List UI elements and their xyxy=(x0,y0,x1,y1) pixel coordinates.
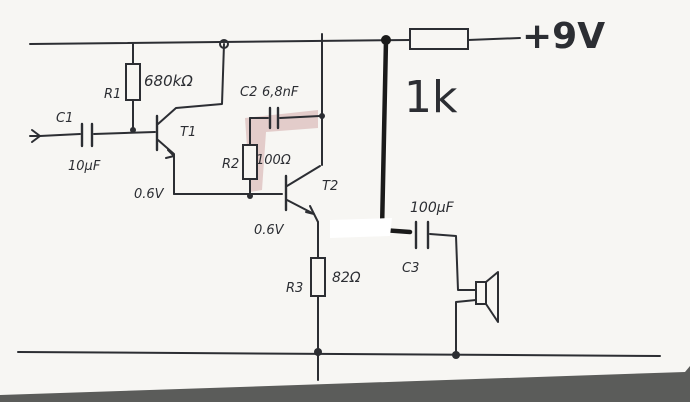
r3-value: 82Ω xyxy=(332,270,361,286)
c3-lead-right xyxy=(429,233,477,291)
t2-collector xyxy=(286,165,321,187)
t1-collector xyxy=(157,43,225,125)
voltage-t1: 0.6V xyxy=(134,187,165,202)
c2-value: 6,8nF xyxy=(262,85,299,100)
speaker-coil xyxy=(475,281,487,305)
t1-emitter-arrow xyxy=(165,149,175,159)
erased-area xyxy=(330,218,392,238)
r2-name: R2 xyxy=(222,157,239,172)
t2-name: T2 xyxy=(322,179,338,194)
junction-dot xyxy=(130,127,136,133)
speaker-ground-lead xyxy=(455,299,477,356)
voltage-t2: 0.6V xyxy=(254,223,285,238)
c3-name: C3 xyxy=(402,261,419,276)
c1-lead-left xyxy=(39,133,81,137)
capacitor-c1 xyxy=(80,122,94,148)
capacitor-c2 xyxy=(268,106,280,130)
c2-lead-right xyxy=(279,115,321,119)
supply-lead xyxy=(467,37,521,41)
c3-value: 100µF xyxy=(410,200,455,216)
capacitor-c3 xyxy=(414,220,430,250)
t1-name: T1 xyxy=(180,125,196,140)
speaker-cone xyxy=(485,271,499,323)
t2-emitter-arrow xyxy=(305,205,315,215)
highlight-mark xyxy=(245,110,318,192)
junction-dot xyxy=(219,39,229,49)
r1-name: R1 xyxy=(104,87,121,102)
junction-dot xyxy=(247,193,253,199)
resistor-r3 xyxy=(310,257,326,297)
ground-rail xyxy=(17,351,661,357)
supply-label: +9V xyxy=(522,16,605,57)
c1-lead-right xyxy=(93,131,156,135)
c1-name: C1 xyxy=(56,111,73,126)
resistor-r1 xyxy=(125,63,141,101)
c1-value: 10µF xyxy=(68,159,101,174)
resistor-1k xyxy=(409,28,469,50)
r2-value: 100Ω xyxy=(256,153,291,168)
junction-dot xyxy=(319,113,325,119)
resistor-r2 xyxy=(242,144,258,180)
c2-name: C2 xyxy=(240,85,257,100)
r3-name: R3 xyxy=(286,281,303,296)
series-resistor-label: 1k xyxy=(404,72,458,123)
t1-emitter xyxy=(157,139,175,195)
r1-value: 680kΩ xyxy=(144,72,193,90)
